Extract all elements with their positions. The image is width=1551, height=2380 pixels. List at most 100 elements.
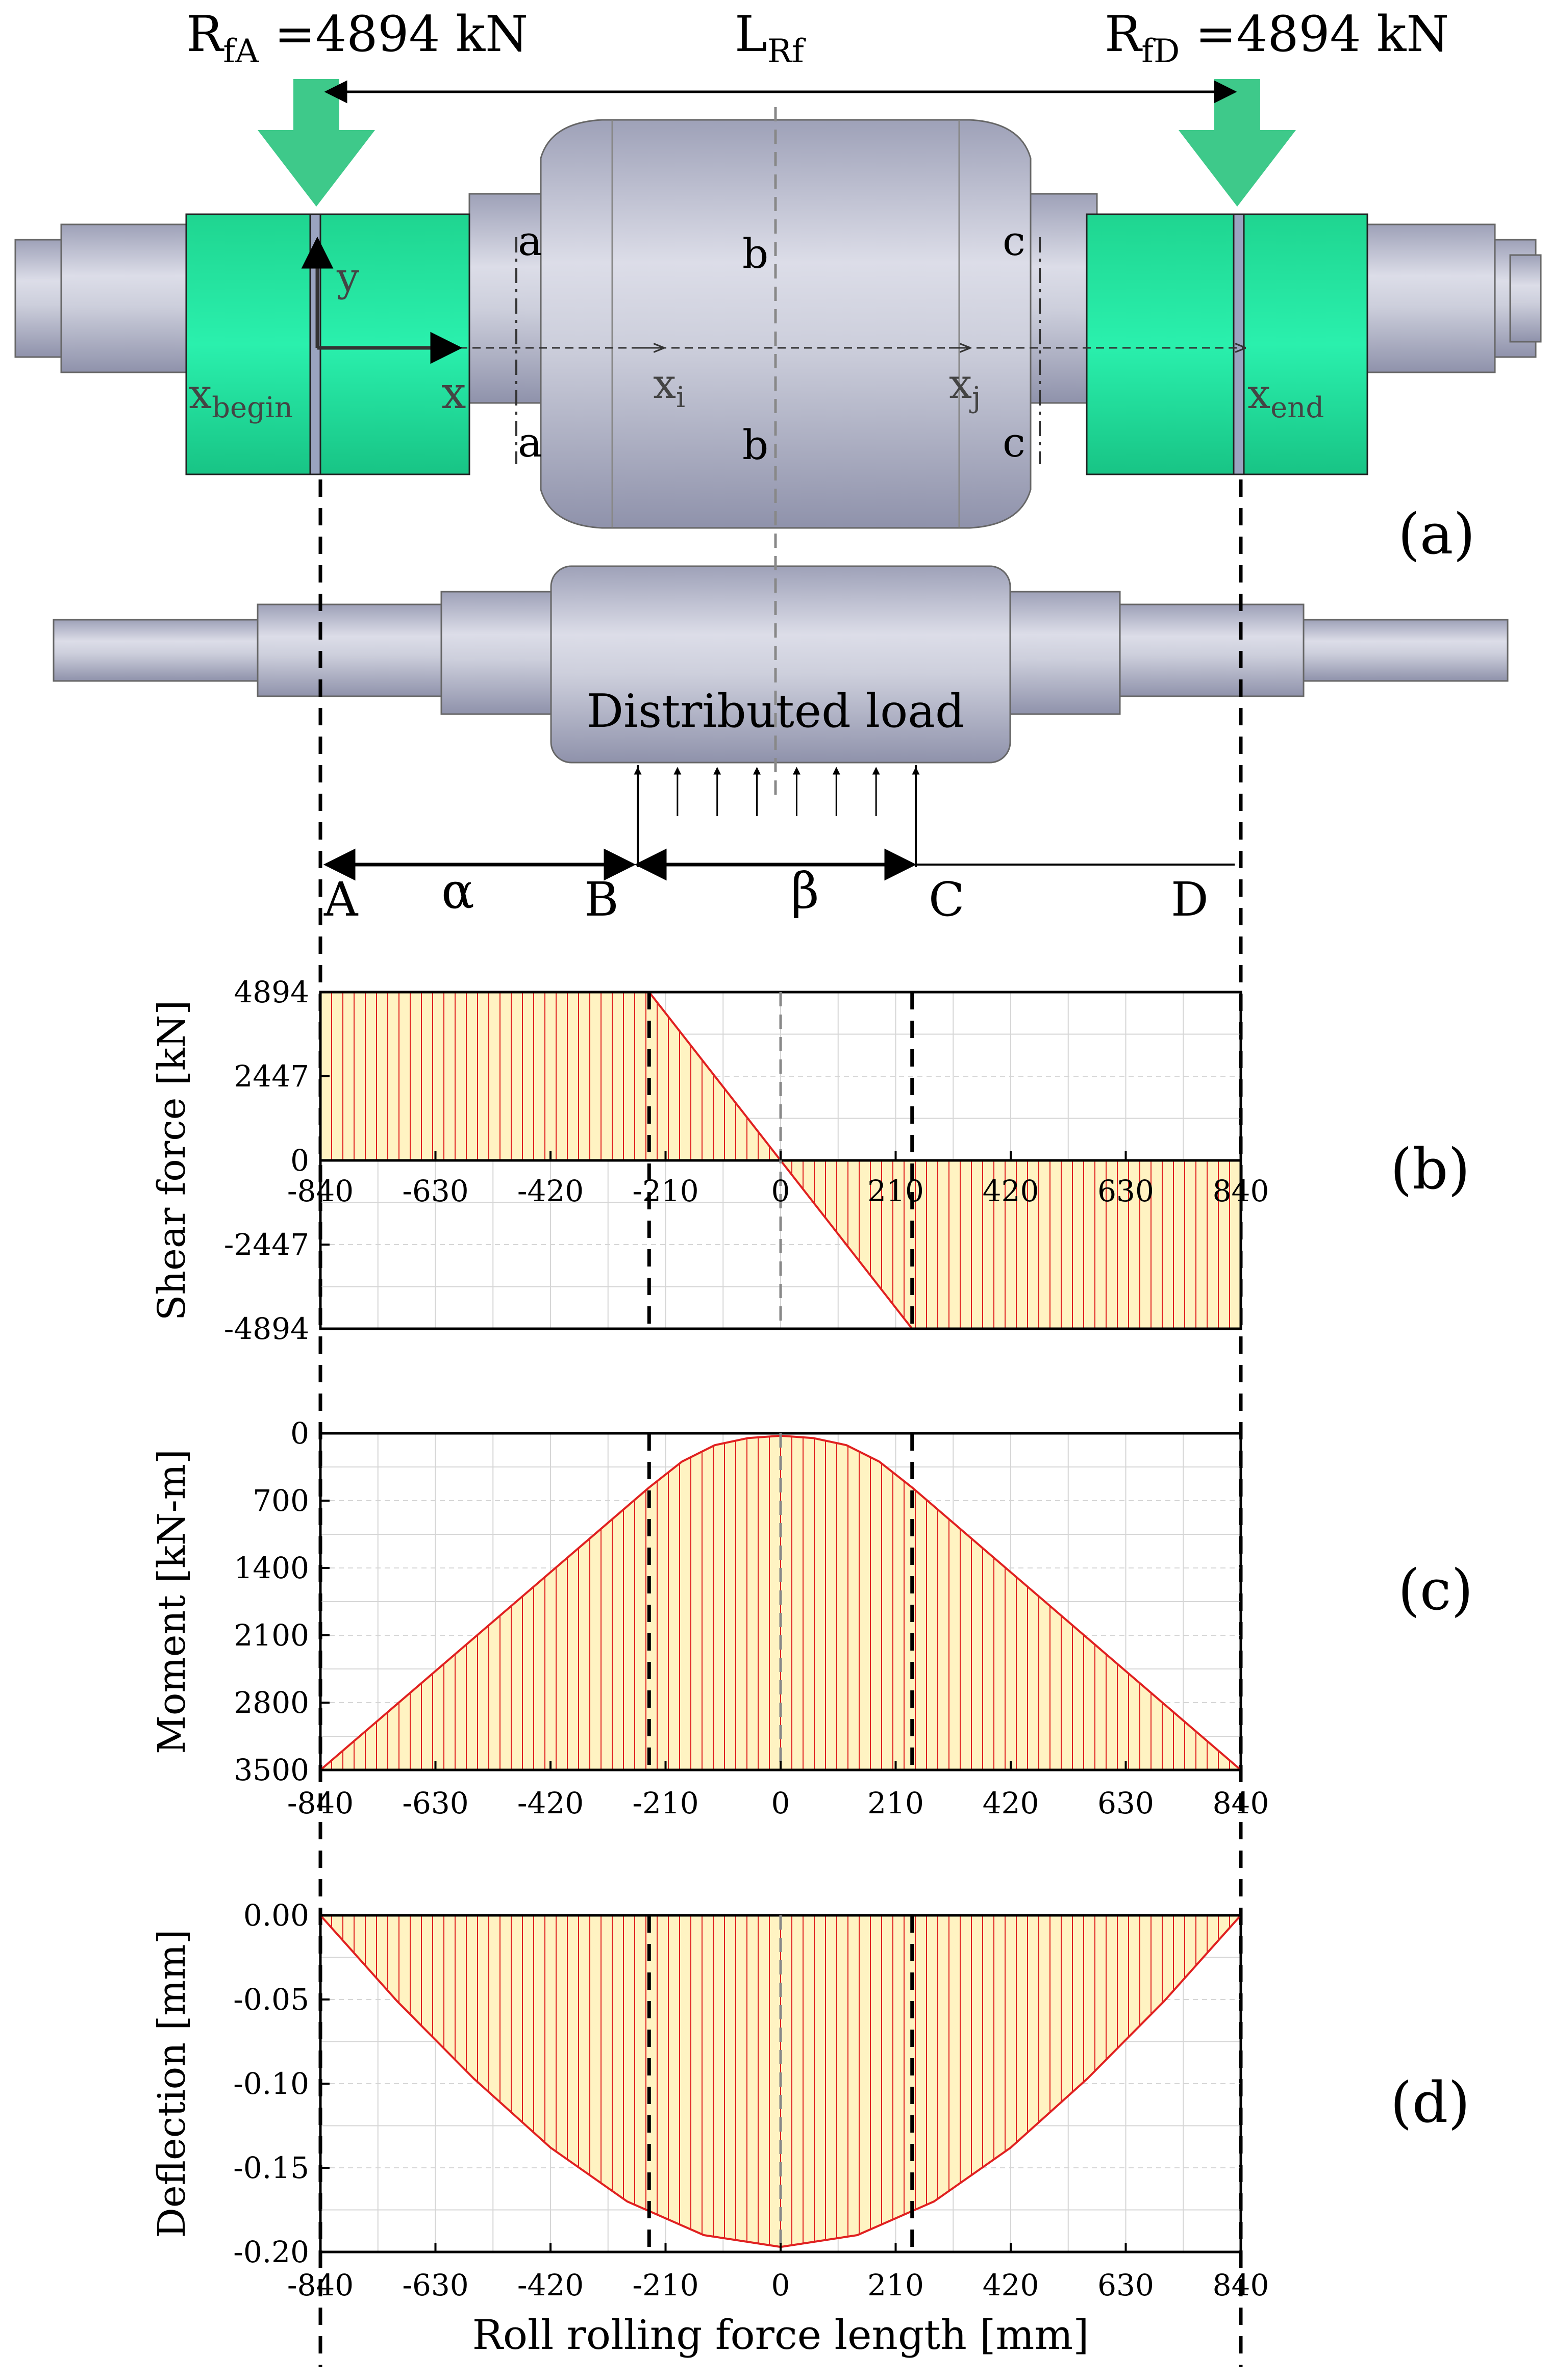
data-point — [857, 2235, 858, 2236]
moment-chart: -840 -630 -420 -210 0 210 420 630 840 0 700 1400 210… — [150, 1416, 1269, 1820]
data-point — [627, 2201, 628, 2202]
point-a-label: A — [323, 872, 359, 927]
x-tick-label: -210 — [632, 2268, 698, 2302]
beta-label: β — [791, 863, 819, 920]
x-tick-label: -420 — [517, 2268, 584, 2302]
y-tick-label: -0.05 — [233, 1982, 309, 2017]
x-tick-label: -840 — [287, 1786, 354, 1820]
y-tick-label: -0.15 — [233, 2150, 309, 2185]
x-tick-label: -840 — [287, 1174, 354, 1208]
reaction-arrow-right — [1179, 79, 1296, 207]
section-c-bottom: c — [1003, 419, 1025, 466]
y-tick-label: 2100 — [234, 1618, 309, 1653]
panel-label-b: (b) — [1390, 1136, 1470, 1202]
x-j-label: xj — [949, 360, 981, 414]
y-tick-label: -4894 — [224, 1311, 309, 1346]
span-label: LRf — [735, 6, 806, 70]
x-i-label: xi — [653, 360, 685, 414]
data-point — [1010, 2147, 1011, 2148]
section-a-top: a — [518, 217, 542, 265]
axis-y-label: y — [336, 255, 359, 300]
y-tick-label: 0 — [290, 1143, 309, 1178]
reaction-left-label: RfA =4894 kN — [186, 6, 528, 70]
y-axis-label: Deflection [mm] — [150, 1930, 194, 2238]
data-point — [681, 1461, 683, 1462]
data-point — [473, 2078, 474, 2080]
section-a-bottom: a — [518, 419, 542, 466]
x-end-label: xend — [1247, 370, 1324, 424]
data-point — [714, 1445, 716, 1446]
data-point — [648, 1487, 650, 1488]
x-tick-label: -210 — [632, 1786, 698, 1820]
x-begin-label: xbegin — [189, 370, 293, 424]
x-tick-label: 210 — [867, 2268, 924, 2302]
lower-roll — [53, 565, 1509, 764]
x-tick-label: 840 — [1213, 2268, 1269, 2302]
panel-label-d: (d) — [1390, 2070, 1470, 2135]
panel-label-c: (c) — [1398, 1557, 1473, 1623]
x-tick-label: 420 — [983, 1174, 1039, 1208]
y-tick-label: -0.10 — [233, 2066, 309, 2101]
data-point — [879, 1461, 880, 1462]
x-axis-label: Roll rolling force length [mm] — [472, 2311, 1089, 2359]
x-tick-label: 0 — [771, 1786, 790, 1820]
y-tick-label: 2447 — [234, 1059, 309, 1094]
data-point — [845, 1445, 847, 1446]
right-bearing — [1086, 213, 1368, 475]
data-point — [813, 1437, 814, 1439]
y-tick-label: -2447 — [224, 1227, 309, 1262]
x-tick-label: -840 — [287, 2268, 354, 2302]
y-tick-label: 4894 — [234, 975, 309, 1009]
data-point — [396, 2001, 398, 2002]
x-tick-label: -210 — [632, 1174, 698, 1208]
deflection-chart: -840 -630 -420 -210 0 210 420 630 840 0.00 -0.05 -0… — [150, 1898, 1269, 2359]
y-tick-label: 0.00 — [243, 1898, 309, 1933]
x-tick-label: -420 — [517, 1786, 584, 1820]
y-tick-label: 0 — [290, 1416, 309, 1451]
point-d-label: D — [1171, 872, 1209, 927]
data-point — [933, 2201, 935, 2202]
x-tick-label: 840 — [1213, 1786, 1269, 1820]
data-point — [550, 2147, 551, 2148]
data-point — [1087, 2078, 1088, 2080]
section-b-top: b — [742, 230, 768, 277]
reaction-right-label: RfD =4894 kN — [1105, 6, 1449, 70]
point-c-label: C — [929, 872, 964, 927]
data-point — [747, 1437, 748, 1439]
x-tick-label: 420 — [983, 2268, 1039, 2302]
roll-diagram: RfA =4894 kN RfD =4894 kN LRf y x xbegin… — [14, 6, 1542, 2367]
x-tick-label: 0 — [771, 1174, 790, 1208]
data-point — [911, 1487, 913, 1488]
x-tick-label: 210 — [867, 1786, 924, 1820]
y-axis-label: Shear force [kN] — [150, 1000, 194, 1321]
y-tick-label: 2800 — [234, 1685, 309, 1720]
y-tick-label: 700 — [253, 1483, 309, 1518]
x-tick-label: 0 — [771, 2268, 790, 2302]
x-tick-label: 630 — [1097, 1174, 1154, 1208]
x-tick-label: 210 — [867, 1174, 924, 1208]
data-point — [703, 2235, 705, 2236]
x-tick-label: -630 — [402, 1174, 468, 1208]
left-bearing — [185, 213, 470, 475]
panel-label-a: (a) — [1398, 501, 1475, 567]
distributed-load-label: Distributed load — [587, 685, 965, 738]
section-c-top: c — [1003, 217, 1025, 265]
y-tick-label: -0.20 — [233, 2235, 309, 2269]
x-tick-label: 420 — [983, 1786, 1039, 1820]
x-tick-label: 840 — [1213, 1174, 1269, 1208]
reaction-arrow-left — [258, 79, 375, 207]
axis-x-label: x — [441, 368, 466, 419]
x-tick-label: -630 — [402, 2268, 468, 2302]
x-tick-label: 630 — [1097, 2268, 1154, 2302]
y-axis-label: Moment [kN-m] — [150, 1449, 194, 1754]
y-tick-label: 1400 — [234, 1551, 309, 1585]
x-tick-label: -630 — [402, 1786, 468, 1820]
section-b-bottom: b — [742, 421, 768, 469]
upper-roll — [14, 119, 1542, 529]
alpha-label: α — [441, 863, 474, 920]
data-point — [1163, 2001, 1165, 2002]
x-tick-label: 630 — [1097, 1786, 1154, 1820]
x-tick-label: -420 — [517, 1174, 584, 1208]
